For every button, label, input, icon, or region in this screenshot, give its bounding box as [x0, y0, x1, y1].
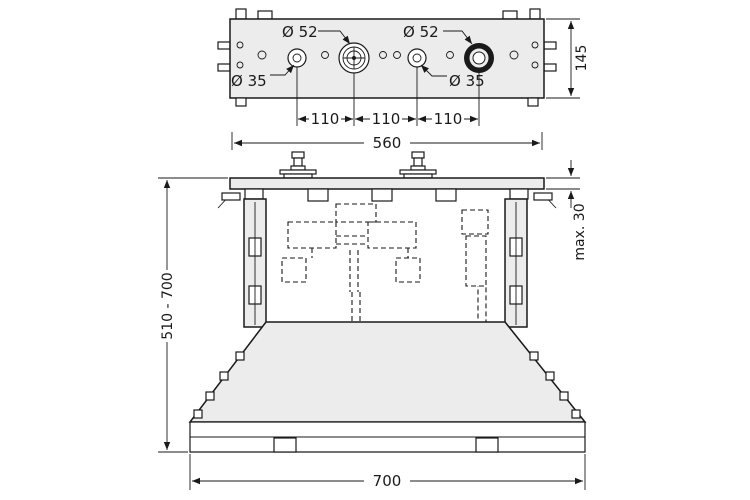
side-pin: [217, 41, 231, 50]
label-d52-left: Ø 52: [282, 23, 318, 41]
label-510-700: 510 - 700: [160, 272, 176, 339]
label-d35-right: Ø 35: [449, 72, 485, 90]
top-lug: [502, 10, 518, 20]
top-view: Ø 52 Ø 52 Ø 35 Ø 35 145 110 110 110 560: [217, 8, 590, 152]
top-lug: [529, 8, 541, 20]
leader-52-left: [318, 30, 351, 45]
inlet-fitting-left: [279, 151, 317, 179]
label-110-c: 110: [434, 110, 463, 128]
side-pin: [217, 63, 231, 72]
foot: [527, 97, 539, 107]
label-max-30: max. 30: [572, 203, 588, 260]
label-d35-left: Ø 35: [231, 72, 267, 90]
label-d52-right: Ø 52: [403, 23, 439, 41]
label-110-b: 110: [372, 110, 401, 128]
base-foot: [475, 437, 499, 453]
plate-clips: [244, 188, 529, 202]
mounting-plate-front: [229, 177, 545, 190]
top-lug: [235, 8, 247, 20]
port-right-35: [407, 48, 427, 68]
bolt-holes: [236, 41, 539, 69]
side-pin: [543, 41, 557, 50]
port-left-35: [287, 48, 307, 68]
base-foot: [273, 437, 297, 453]
foot: [235, 97, 247, 107]
slope-tabs: [193, 351, 581, 419]
right-leg: [504, 198, 528, 328]
port-left-52-valve: [338, 42, 370, 74]
label-560: 560: [373, 134, 402, 152]
hood-upper: [188, 321, 587, 423]
front-view: max. 30 510 - 700 700: [158, 151, 588, 490]
label-700: 700: [373, 472, 402, 490]
label-145: 145: [574, 45, 590, 72]
port-right-52-ring: [464, 43, 494, 73]
left-leg: [243, 198, 267, 328]
inlet-fitting-right: [399, 151, 437, 179]
top-lug: [257, 10, 273, 20]
leader-52-right: [443, 30, 473, 45]
mounting-plate-top: [229, 18, 545, 99]
leader-35-left: [270, 64, 295, 76]
label-110-a: 110: [311, 110, 340, 128]
leader-35-right: [420, 64, 447, 77]
side-pin: [543, 63, 557, 72]
